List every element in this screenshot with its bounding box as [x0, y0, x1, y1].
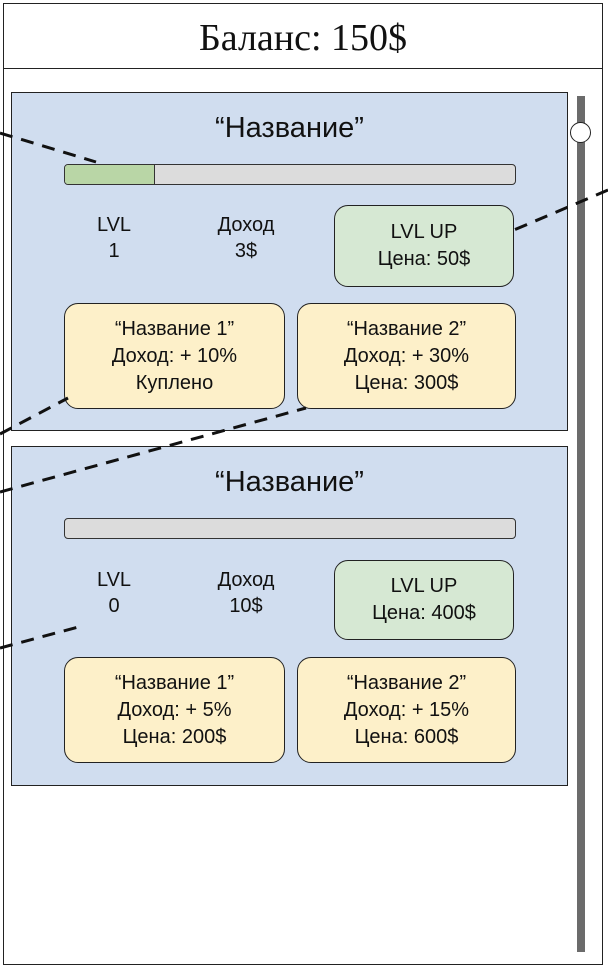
upgrade-button-2[interactable]: “Название 2” Доход: + 30% Цена: 300$	[297, 303, 516, 409]
lvl-up-label: LVL UP	[390, 575, 458, 597]
progress-fill	[65, 165, 155, 184]
upgrade-name: “Название 2”	[346, 317, 467, 340]
lvl-up-price: Цена: 400$	[372, 602, 476, 624]
balance-text: Баланс: 150$	[198, 16, 408, 59]
balance-header: Баланс: 150$	[3, 3, 603, 69]
level-value: 1	[108, 240, 120, 262]
income-label: Доход	[217, 214, 275, 236]
business-card-1: “Название” LVL 1 Доход 3$ LVL UP Цена: 5…	[11, 92, 568, 431]
upgrade-status: Куплено	[135, 371, 214, 394]
level-label: LVL	[96, 569, 132, 591]
upgrade-button-1[interactable]: “Название 1” Доход: + 10% Куплено	[64, 303, 285, 409]
lvl-up-label: LVL UP	[390, 221, 458, 243]
income-value: 3$	[234, 240, 258, 262]
income-stat: Доход 10$	[192, 567, 300, 619]
upgrade-status: Цена: 200$	[122, 725, 227, 748]
card-title: “Название”	[215, 466, 364, 498]
upgrade-name: “Название 2”	[346, 671, 467, 694]
lvl-up-button[interactable]: LVL UP Цена: 400$	[334, 560, 514, 640]
upgrade-button-2[interactable]: “Название 2” Доход: + 15% Цена: 600$	[297, 657, 516, 763]
progress-bar	[64, 518, 516, 539]
progress-bar	[64, 164, 516, 185]
scrollbar-track[interactable]	[577, 96, 585, 952]
level-stat: LVL 1	[74, 212, 154, 264]
scrollbar-thumb[interactable]	[570, 122, 591, 143]
income-stat: Доход 3$	[192, 212, 300, 264]
business-card-2: “Название” LVL 0 Доход 10$ LVL UP Цена: …	[11, 446, 568, 786]
level-stat: LVL 0	[74, 567, 154, 619]
upgrade-income: Доход: + 10%	[111, 344, 238, 367]
upgrade-status: Цена: 300$	[354, 371, 459, 394]
card-title: “Название”	[215, 112, 364, 144]
upgrade-income: Доход: + 15%	[343, 698, 470, 721]
level-value: 0	[108, 595, 120, 617]
upgrade-button-1[interactable]: “Название 1” Доход: + 5% Цена: 200$	[64, 657, 285, 763]
lvl-up-button[interactable]: LVL UP Цена: 50$	[334, 205, 514, 287]
upgrade-name: “Название 1”	[114, 317, 235, 340]
income-label: Доход	[217, 569, 275, 591]
income-value: 10$	[229, 595, 263, 617]
upgrade-status: Цена: 600$	[354, 725, 459, 748]
upgrade-income: Доход: + 5%	[117, 698, 232, 721]
upgrade-name: “Название 1”	[114, 671, 235, 694]
lvl-up-price: Цена: 50$	[377, 248, 471, 270]
upgrade-income: Доход: + 30%	[343, 344, 470, 367]
level-label: LVL	[96, 214, 132, 236]
